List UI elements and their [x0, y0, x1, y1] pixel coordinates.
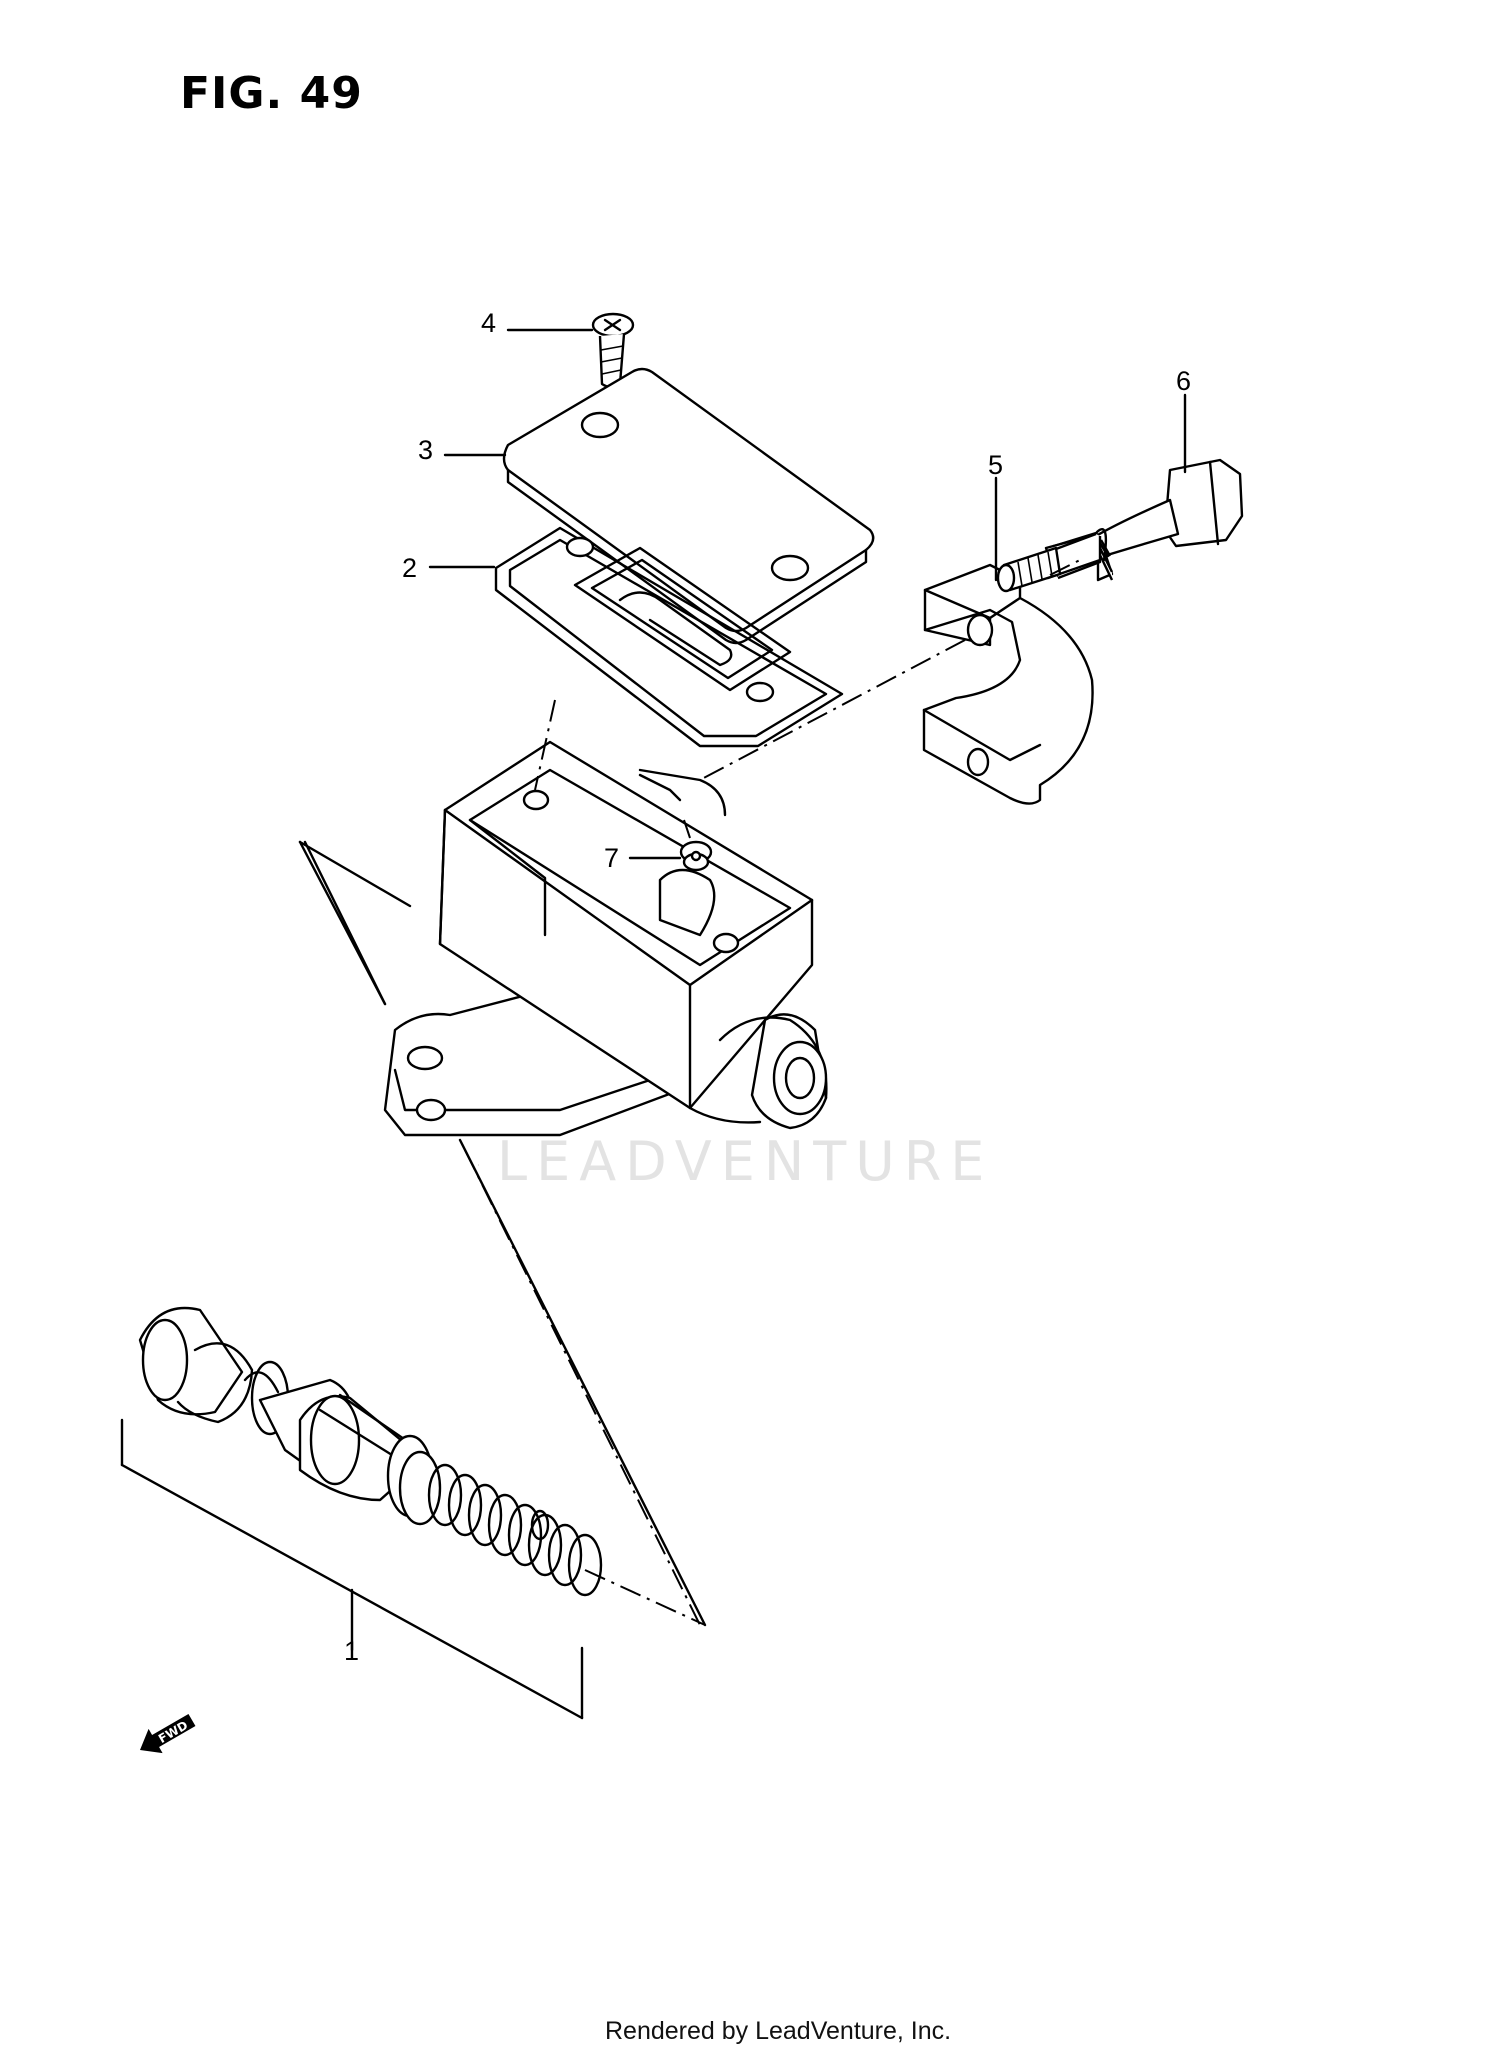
part-6-bolt[interactable] — [996, 458, 1244, 593]
figure-title: FIG. 49 — [180, 68, 363, 119]
part-1-bracket — [120, 1418, 584, 1720]
callout-5: 5 — [988, 450, 1003, 480]
part-5-holder-clamp[interactable] — [922, 563, 1094, 805]
fwd-label: FWD — [156, 1718, 190, 1746]
exploded-view-lines — [298, 559, 1081, 1627]
callout-7: 7 — [604, 843, 619, 873]
callout-1: 1 — [344, 1636, 359, 1666]
callout-6: 6 — [1176, 366, 1191, 396]
footer-credit: Rendered by LeadVenture, Inc. — [605, 2017, 952, 2045]
callout-4: 4 — [481, 308, 496, 338]
callout-3: 3 — [418, 435, 433, 465]
watermark: LEADVENTURE — [497, 1130, 994, 1193]
fwd-arrow-icon: FWD — [140, 1713, 196, 1754]
master-cylinder-body[interactable] — [383, 740, 828, 1137]
part-7-nut[interactable] — [679, 840, 713, 872]
callout-2: 2 — [402, 553, 417, 583]
part-2-diaphragm[interactable] — [494, 526, 844, 748]
part-3-reservoir-cap[interactable] — [502, 367, 875, 645]
part-1-piston-set[interactable] — [138, 1306, 603, 1597]
leader-lines — [428, 328, 1187, 860]
